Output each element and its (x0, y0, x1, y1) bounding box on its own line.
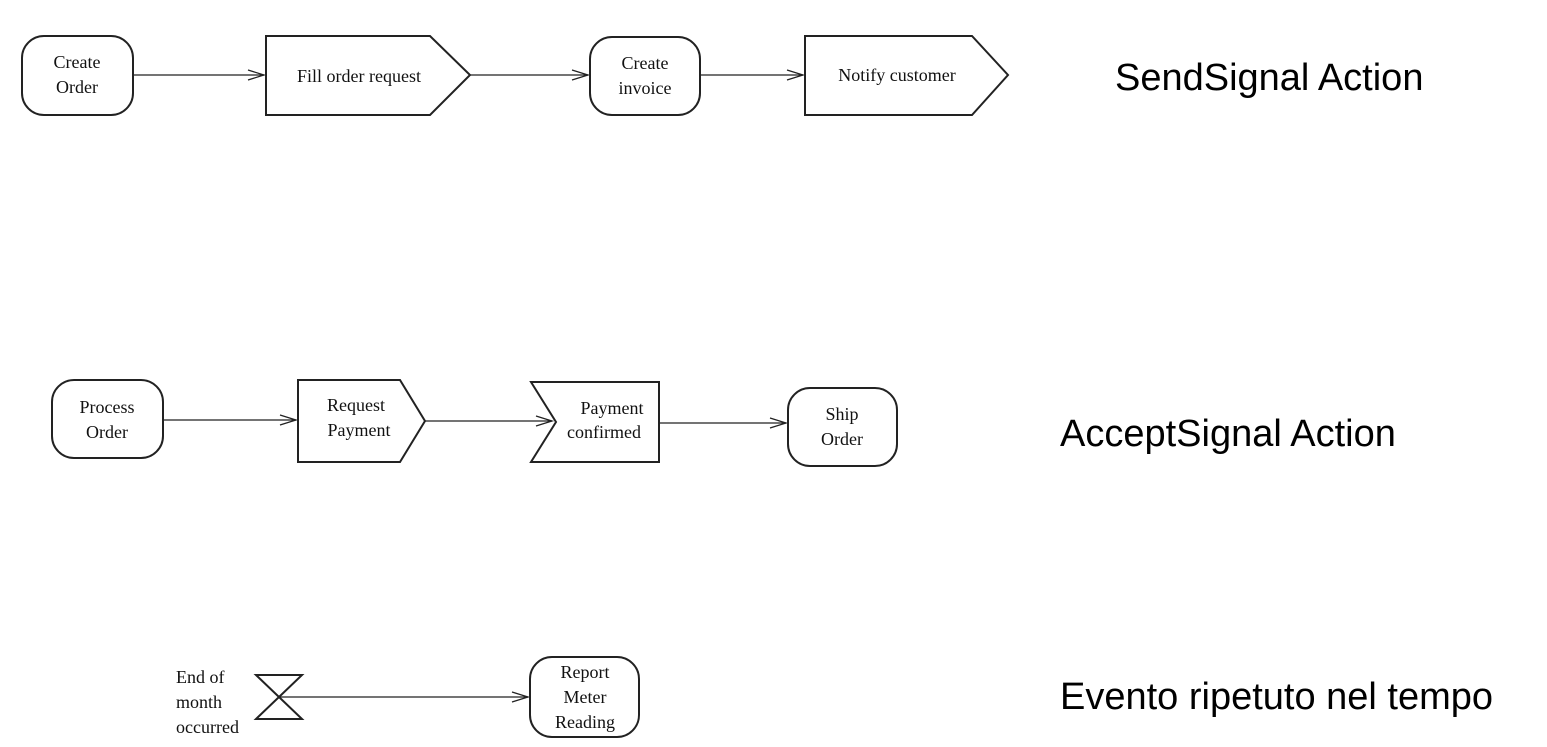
send-signal-row: Create Order Fill order request Create i… (21, 35, 1423, 116)
accept-signal-row: Process Order Request Payment Payment co… (51, 379, 1396, 467)
edge-time-event-to-report-meter (279, 691, 531, 703)
node-report-meter-reading: Report Meter Reading (529, 656, 640, 738)
node-create-order-line-2: Order (56, 77, 98, 97)
node-payment-confirmed-line-1: Payment (581, 398, 644, 418)
edge-payment-confirmed-to-ship-order (659, 417, 789, 429)
time-event-label-line-2: month (176, 692, 222, 712)
edge-request-payment-to-payment-confirmed (425, 415, 555, 427)
node-report-meter-reading-line-1: Report (561, 662, 610, 682)
node-payment-confirmed: Payment confirmed (529, 381, 660, 463)
time-event-label-line-3: occurred (176, 717, 239, 737)
node-create-invoice: Create invoice (589, 36, 701, 116)
caption-send-signal: SendSignal Action (1115, 57, 1423, 99)
node-create-invoice-line-2: invoice (619, 78, 672, 98)
node-process-order: Process Order (51, 379, 164, 459)
node-ship-order-line-2: Order (821, 429, 863, 449)
caption-time-event: Evento ripetuto nel tempo (1060, 676, 1493, 718)
caption-accept-signal: AcceptSignal Action (1060, 413, 1396, 455)
node-fill-order-request: Fill order request (265, 35, 472, 116)
node-notify-customer: Notify customer (804, 35, 1010, 116)
node-request-payment-line-2: Payment (328, 420, 391, 440)
node-create-invoice-line-1: Create (622, 53, 669, 73)
edge-process-order-to-request-payment (163, 414, 299, 426)
node-request-payment: Request Payment (297, 379, 427, 463)
node-ship-order: Ship Order (787, 387, 898, 467)
node-create-order: Create Order (21, 35, 134, 116)
time-event-row: End of month occurred Report Meter Readi… (176, 656, 1493, 738)
edge-fill-order-to-create-invoice (470, 69, 591, 81)
node-payment-confirmed-line-2: confirmed (567, 422, 641, 442)
node-fill-order-request-label: Fill order request (297, 66, 421, 86)
node-report-meter-reading-line-3: Reading (555, 712, 615, 732)
node-process-order-line-1: Process (80, 397, 135, 417)
time-event-label-line-1: End of (176, 667, 225, 687)
node-request-payment-line-1: Request (327, 395, 385, 415)
edge-create-invoice-to-notify (700, 69, 806, 81)
node-ship-order-line-1: Ship (825, 404, 858, 424)
node-create-order-line-1: Create (54, 52, 101, 72)
edge-create-order-to-fill-order (133, 69, 267, 81)
node-notify-customer-label: Notify customer (838, 65, 955, 85)
node-process-order-line-2: Order (86, 422, 128, 442)
node-report-meter-reading-line-2: Meter (564, 687, 607, 707)
